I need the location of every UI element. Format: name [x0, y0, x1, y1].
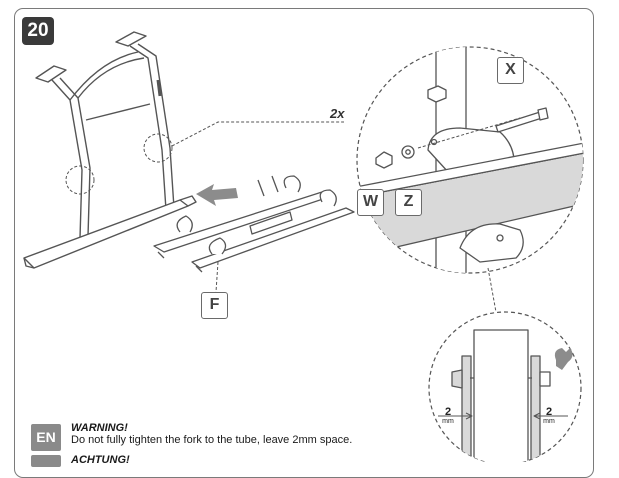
- warning-title: WARNING!: [71, 422, 128, 434]
- fork-assembly: [153, 175, 355, 273]
- warning-text: Do not fully tighten the fork to the tub…: [71, 434, 353, 446]
- detail-circle-left: [65, 165, 95, 195]
- part-label-f: F: [201, 292, 228, 319]
- assembly-illustration: [23, 31, 584, 462]
- warning-title-de: ACHTUNG!: [71, 454, 130, 466]
- part-label-z: Z: [395, 189, 422, 216]
- quantity-label: 2x: [330, 106, 345, 121]
- part-label-x: X: [497, 57, 524, 84]
- wrench-icon: [554, 348, 573, 370]
- dimension-left: 2 mm: [442, 406, 454, 426]
- dimension-right: 2 mm: [543, 406, 555, 426]
- part-label-w: W: [357, 189, 384, 216]
- detail-circle-right: [143, 133, 173, 163]
- carrier-frame: [23, 31, 197, 269]
- step-number-badge: 20: [22, 17, 54, 45]
- arrow-left-icon: [196, 184, 238, 206]
- language-badge-en: EN: [31, 424, 61, 451]
- language-badge-de: [31, 455, 61, 467]
